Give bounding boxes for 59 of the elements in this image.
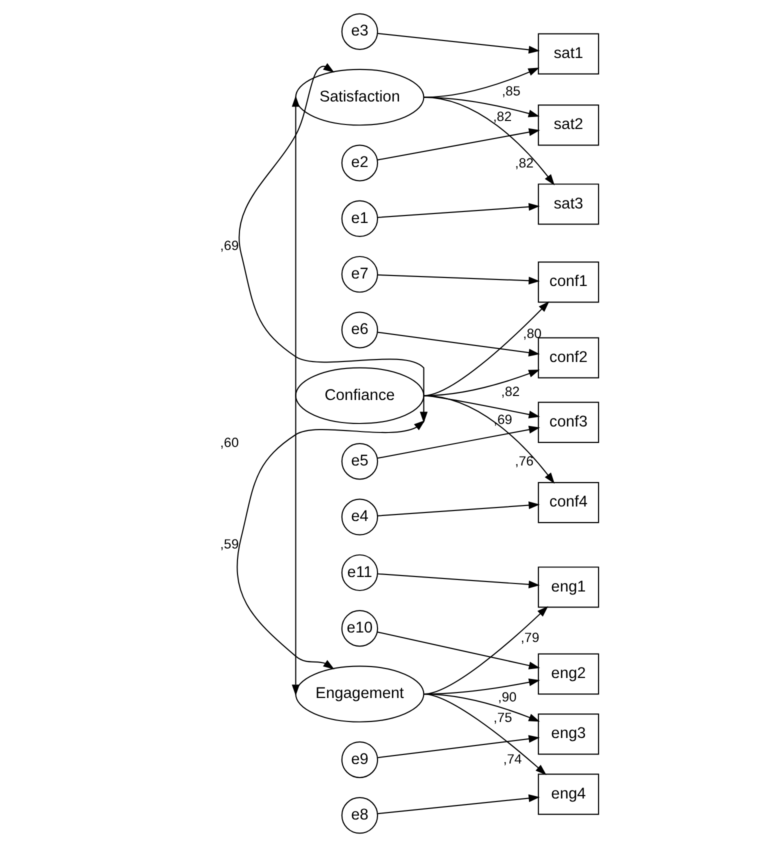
edge-label: ,75 xyxy=(493,710,512,725)
node-box: sat3 xyxy=(538,183,600,224)
arrow xyxy=(378,32,540,54)
node-box: sat2 xyxy=(538,104,600,146)
arrow xyxy=(424,300,550,396)
arrow xyxy=(238,62,428,422)
node-circle: e1 xyxy=(341,200,378,237)
node-box: eng3 xyxy=(538,713,600,754)
node-box: conf4 xyxy=(538,481,600,523)
arrow xyxy=(378,572,540,588)
edge-label: ,60 xyxy=(220,434,239,450)
edge-label: ,76 xyxy=(515,453,534,468)
node-ellipse: Satisfaction xyxy=(295,68,424,126)
edge-label: ,82 xyxy=(493,108,512,124)
edge-label: ,90 xyxy=(498,688,517,704)
node-box: eng2 xyxy=(538,652,600,694)
node-circle: e4 xyxy=(341,498,378,535)
arrow xyxy=(378,274,540,284)
node-circle: e9 xyxy=(341,740,378,778)
edge-label: ,59 xyxy=(220,536,239,551)
node-ellipse: Confiance xyxy=(295,366,424,424)
node-box: conf1 xyxy=(538,261,600,302)
node-box: eng1 xyxy=(538,566,600,608)
node-box: sat1 xyxy=(538,32,600,74)
edge-label: ,69 xyxy=(220,237,239,252)
arrow xyxy=(377,128,540,160)
arrow xyxy=(424,96,555,185)
arrow xyxy=(424,693,546,775)
node-circle: e2 xyxy=(341,144,378,181)
node-circle: e5 xyxy=(341,442,378,480)
node-circle: e8 xyxy=(341,796,378,834)
arrow xyxy=(424,394,555,484)
edge-label: ,69 xyxy=(494,411,512,426)
arrow xyxy=(377,425,540,458)
arrow xyxy=(378,734,540,758)
node-circle: e3 xyxy=(341,12,378,50)
node-circle: e11 xyxy=(341,554,378,591)
edge-label: ,82 xyxy=(501,383,520,398)
edge-label: ,74 xyxy=(503,750,522,766)
node-box: eng4 xyxy=(538,773,600,814)
arrow xyxy=(378,500,540,516)
arrow xyxy=(424,96,540,117)
arrow xyxy=(378,202,540,218)
node-circle: e7 xyxy=(341,255,378,292)
node-ellipse: Engagement xyxy=(295,665,424,722)
arrow xyxy=(236,420,426,669)
edge-label: ,85 xyxy=(502,82,520,98)
arrow xyxy=(378,331,540,356)
edge-label: ,82 xyxy=(515,154,534,170)
arrow xyxy=(292,95,300,696)
node-box: conf2 xyxy=(538,336,600,378)
node-box: conf3 xyxy=(538,401,600,442)
node-circle: e10 xyxy=(341,609,378,646)
node-circle: e6 xyxy=(341,311,378,348)
arrow xyxy=(378,794,540,814)
arrow xyxy=(424,369,540,396)
arrow xyxy=(377,630,540,669)
arrow xyxy=(424,67,540,98)
edge-label: ,79 xyxy=(520,630,540,645)
